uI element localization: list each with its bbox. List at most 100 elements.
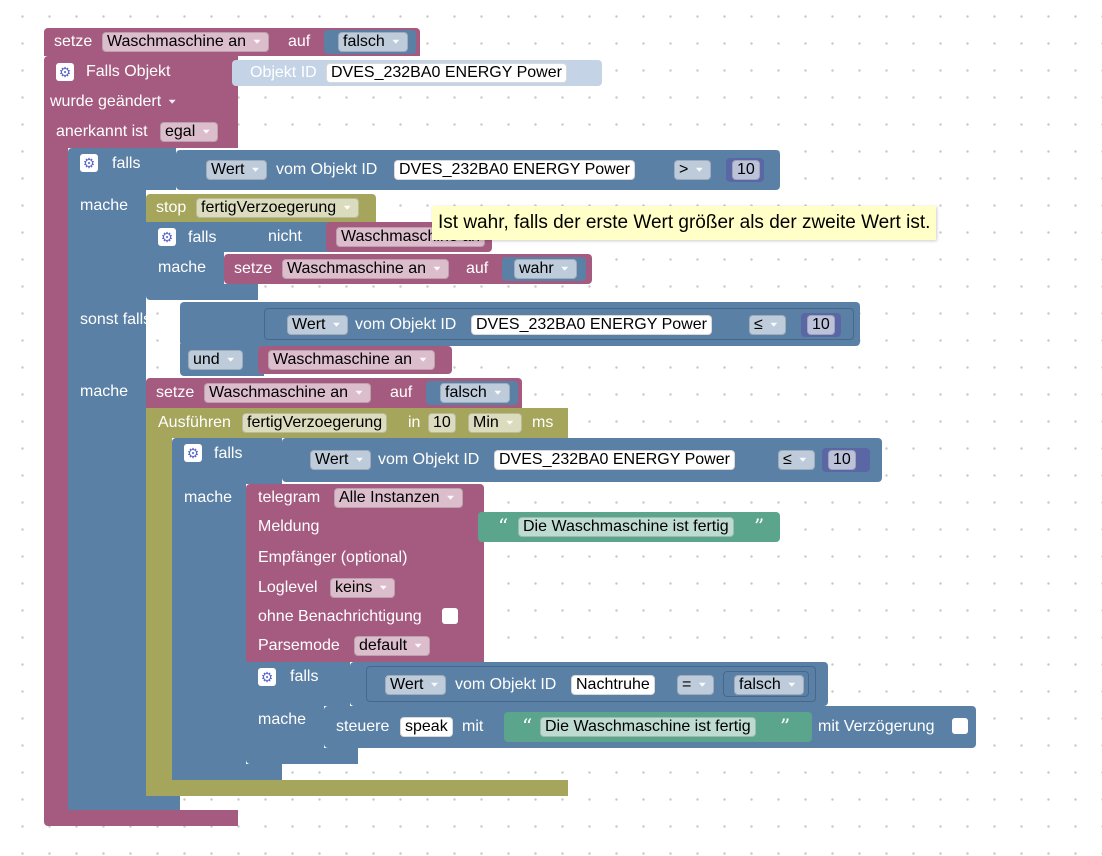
operator-dropdown[interactable]: ≤ — [749, 315, 786, 335]
logic-boolean-block[interactable]: falsch — [723, 671, 809, 697]
object-id-field[interactable]: DVES_232BA0 ENERGY Power — [471, 315, 712, 335]
ausfuehren-label: Ausführen — [158, 414, 231, 431]
vom-objekt-label: vom Objekt ID — [378, 451, 480, 468]
logic-boolean-block[interactable]: falsch — [324, 30, 416, 54]
falls-label: falls — [214, 445, 243, 462]
object-id-field[interactable]: Nachtruhe — [571, 675, 655, 695]
changed-dropdown[interactable]: wurde geändert — [50, 93, 183, 113]
text-block[interactable]: “ Die Waschmaschine ist fertig ” — [504, 712, 812, 742]
falls-objekt-label: Falls Objekt — [86, 63, 171, 80]
tooltip: Ist wahr, falls der erste Wert größer al… — [432, 206, 937, 240]
number-field[interactable]: 10 — [732, 160, 760, 180]
auf-label: auf — [390, 384, 413, 401]
compare-inner: Wert vom Objekt ID Nachtruhe = falsch — [366, 666, 816, 702]
timer-name-field[interactable]: fertigVerzoegerung — [242, 413, 388, 433]
delay-field[interactable]: 10 — [428, 413, 456, 433]
setze-label: setze — [234, 260, 273, 277]
number-block[interactable]: 10 — [801, 313, 841, 337]
text-field[interactable]: Die Waschmaschine ist fertig — [518, 517, 734, 537]
timer-dropdown[interactable]: fertigVerzoegerung — [196, 198, 360, 218]
loglevel-label: Loglevel — [258, 579, 318, 596]
anerkannt-label: anerkannt ist — [56, 123, 148, 140]
operator-dropdown[interactable]: = — [677, 675, 715, 695]
object-id-block[interactable]: Objekt ID DVES_232BA0 ENERGY Power — [232, 60, 602, 86]
object-id-field[interactable]: DVES_232BA0 ENERGY Power — [394, 160, 635, 180]
parsemode-label: Parsemode — [258, 637, 340, 654]
mit-label: mit — [462, 718, 484, 735]
instance-dropdown[interactable]: Alle Instanzen — [334, 488, 463, 508]
wert-dropdown[interactable]: Wert — [206, 160, 268, 180]
text-block[interactable]: “ Die Waschmaschine ist fertig ” — [478, 512, 780, 542]
compare-block-1[interactable]: Wert vom Objekt ID DVES_232BA0 ENERGY Po… — [176, 150, 780, 190]
and-block[interactable]: Wert vom Objekt ID DVES_232BA0 ENERGY Po… — [180, 302, 860, 346]
gear-icon[interactable]: ⚙ — [158, 228, 176, 246]
compare-block-2[interactable]: Wert vom Objekt ID DVES_232BA0 ENERGY Po… — [264, 308, 854, 340]
close-quote-icon: ” — [780, 714, 791, 738]
gear-icon[interactable]: ⚙ — [56, 63, 74, 81]
gear-icon[interactable]: ⚙ — [258, 668, 276, 686]
object-id-field[interactable]: DVES_232BA0 ENERGY Power — [494, 450, 735, 470]
if-block-1-bottom — [68, 796, 180, 810]
if-block-2-bottom — [146, 284, 258, 300]
object-id-field[interactable]: speak — [400, 717, 453, 737]
mache-label: mache — [80, 197, 129, 214]
if-block-1-spine — [68, 180, 146, 810]
compare-block-4[interactable]: Wert vom Objekt ID Nachtruhe = falsch — [350, 662, 828, 706]
boolean-dropdown[interactable]: falsch — [338, 32, 408, 52]
open-quote-icon: “ — [522, 714, 533, 738]
variable-dropdown[interactable]: Waschmaschine an — [268, 350, 436, 370]
variable-dropdown[interactable]: Waschmaschine an — [282, 259, 450, 279]
timeout-block-spine — [146, 436, 172, 796]
nicht-label: nicht — [268, 228, 302, 245]
operator-dropdown[interactable]: > — [674, 160, 712, 180]
number-block[interactable]: 10 — [822, 448, 870, 472]
operator-dropdown[interactable]: ≤ — [778, 450, 815, 470]
and-block-row2: und — [180, 344, 264, 376]
wert-dropdown[interactable]: Wert — [385, 675, 447, 695]
number-block[interactable]: 10 — [726, 158, 764, 182]
boolean-dropdown[interactable]: wahr — [514, 259, 577, 279]
trigger-block-bottom — [44, 810, 238, 826]
gear-icon[interactable]: ⚙ — [184, 444, 202, 462]
ack-dropdown[interactable]: egal — [160, 122, 219, 142]
text-field[interactable]: Die Waschmaschine ist fertig — [540, 717, 756, 737]
variable-get-block[interactable]: Waschmaschine an — [258, 346, 452, 374]
objekt-id-label: Objekt ID — [250, 64, 317, 81]
variable-dropdown[interactable]: Waschmaschine an — [102, 32, 270, 52]
wert-dropdown[interactable]: Wert — [310, 450, 372, 470]
falls-label: falls — [188, 229, 217, 246]
close-quote-icon: ” — [754, 514, 765, 538]
setze-variable-block[interactable]: setze Waschmaschine an auf wahr — [224, 254, 592, 284]
variable-dropdown[interactable]: Waschmaschine an — [204, 383, 372, 403]
number-field[interactable]: 10 — [807, 315, 835, 335]
stop-timer-block[interactable]: stop fertigVerzoegerung — [146, 194, 376, 222]
und-dropdown[interactable]: und — [188, 350, 243, 370]
delay-checkbox[interactable] — [952, 718, 968, 734]
variable-get-block[interactable]: Waschmaschine an — [326, 222, 492, 252]
wert-dropdown[interactable]: Wert — [287, 315, 349, 335]
steuere-block[interactable]: steuere speak mit “ Die Waschmaschine is… — [324, 706, 976, 748]
changed-row: wurde geändert — [44, 90, 204, 116]
if-block-4-bottom — [246, 748, 358, 764]
telegram-block[interactable] — [246, 484, 484, 662]
mit-verzoegerung-label: mit Verzögerung — [818, 718, 935, 735]
object-id-field[interactable]: DVES_232BA0 ENERGY Power — [326, 63, 567, 83]
ohne-benachrichtigung-checkbox[interactable] — [442, 608, 458, 624]
falls-label: falls — [112, 155, 141, 172]
logic-boolean-block[interactable]: wahr — [502, 257, 586, 281]
auf-label: auf — [288, 33, 311, 50]
setze-variable-block[interactable]: setze Waschmaschine an auf falsch — [146, 378, 522, 408]
compare-block-3[interactable]: Wert vom Objekt ID DVES_232BA0 ENERGY Po… — [282, 438, 882, 482]
ohne-benachrichtigung-label: ohne Benachrichtigung — [258, 608, 422, 625]
setze-variable-block[interactable]: setze Waschmaschine an auf falsch — [44, 28, 420, 56]
unit-dropdown[interactable]: Min — [468, 413, 522, 433]
number-field[interactable]: 10 — [828, 450, 856, 470]
loglevel-dropdown[interactable]: keins — [330, 578, 396, 598]
gear-icon[interactable]: ⚙ — [80, 154, 98, 172]
logic-boolean-block[interactable]: falsch — [426, 381, 518, 405]
not-block[interactable]: nicht — [256, 222, 336, 252]
boolean-dropdown[interactable]: falsch — [734, 675, 804, 695]
boolean-dropdown[interactable]: falsch — [440, 383, 510, 403]
setze-label: setze — [156, 384, 195, 401]
parsemode-dropdown[interactable]: default — [354, 636, 431, 656]
